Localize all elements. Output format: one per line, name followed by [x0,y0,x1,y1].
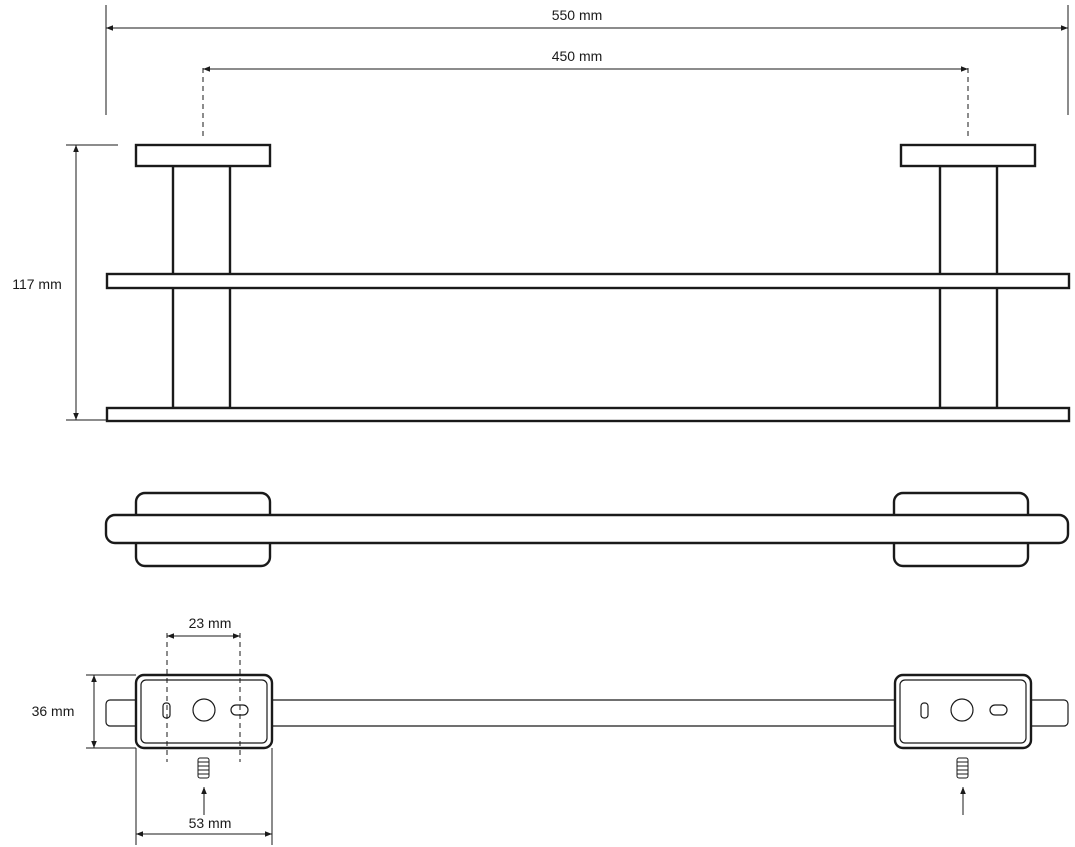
plate-width-label: 53 mm [189,815,232,831]
left-wall-plate [134,143,272,168]
front-bar [105,272,1071,290]
right-plate-center-hole [950,698,974,722]
left-set-screw-icon [197,757,210,779]
rear-bar [105,406,1071,423]
left-plate-inner-edge [140,679,268,744]
right-set-screw-icon [956,757,969,779]
right-plate-slot-vertical [920,702,929,719]
bar-front [104,513,1070,545]
hole-spacing-label: 23 mm [189,615,232,631]
right-wall-plate [899,143,1037,168]
right-plate-inner-edge [899,679,1027,744]
right-plate-slot-horizontal [989,704,1008,716]
left-mount-plate [134,673,274,750]
mount-spacing-label: 450 mm [552,48,603,64]
bar-back [105,699,1069,727]
back-view: 23 mm 36 mm 53 mm [32,615,1069,845]
plate-height-label: 36 mm [32,703,75,719]
left-plate-center-hole [192,698,216,722]
depth-label: 117 mm [12,276,62,292]
front-view [104,491,1070,568]
right-mount-plate [893,673,1033,750]
top-view: 550 mm 450 mm 117 mm [12,5,1071,423]
overall-width-label: 550 mm [552,7,603,23]
